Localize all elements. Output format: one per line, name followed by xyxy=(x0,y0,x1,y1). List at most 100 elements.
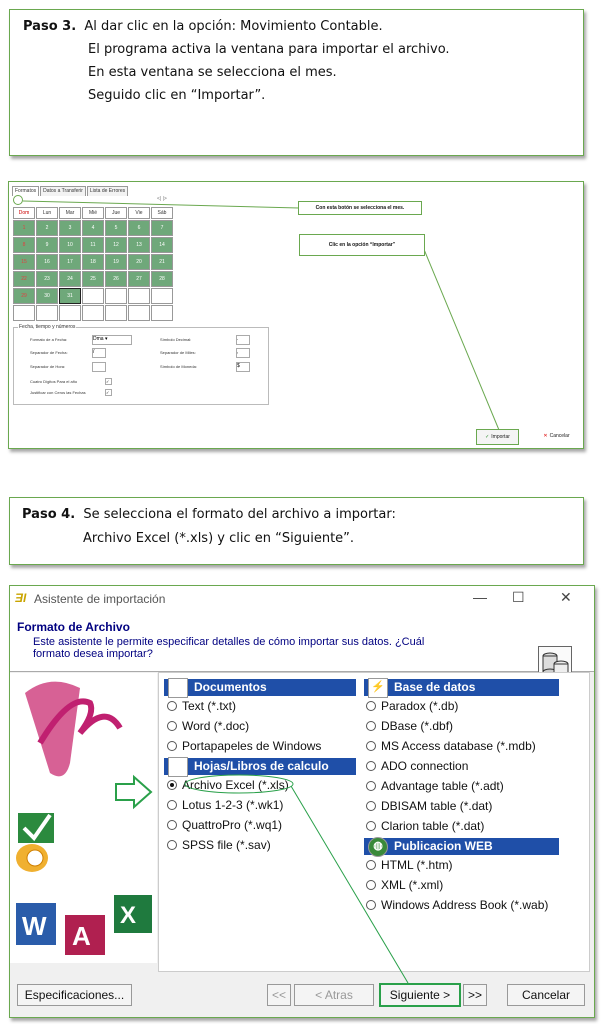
date-format-select[interactable]: Dma ▾ xyxy=(92,335,132,345)
header-title: Formato de Archivo xyxy=(17,620,130,634)
calendar-day[interactable]: 8 xyxy=(13,237,35,253)
thousands-input[interactable]: , xyxy=(236,348,250,358)
calendar-day[interactable]: 19 xyxy=(105,254,127,270)
option-xml[interactable]: XML (*.xml) xyxy=(366,878,443,892)
calendar-day[interactable]: 5 xyxy=(105,220,127,236)
option-wab[interactable]: Windows Address Book (*.wab) xyxy=(366,898,548,912)
step3-callout: Paso 3. Al dar clic en la opción: Movimi… xyxy=(9,9,584,156)
calendar-day[interactable]: 10 xyxy=(59,237,81,253)
calendar-week-blank xyxy=(13,305,174,322)
option-clipboard[interactable]: Portapapeles de Windows xyxy=(167,739,321,753)
document-icon: ✎ xyxy=(168,678,188,698)
option-word[interactable]: Word (*.doc) xyxy=(167,719,249,733)
four-digits-checkbox[interactable]: ✓ xyxy=(105,378,112,385)
app-icon: ƎI xyxy=(15,591,27,605)
option-access[interactable]: MS Access database (*.mdb) xyxy=(366,739,536,753)
annotation-import: Clic en la opción “Importar” xyxy=(299,234,425,256)
date-format-label: Formato de a Fecha: xyxy=(30,337,68,342)
calendar-day[interactable]: 23 xyxy=(36,271,58,287)
calendar-day[interactable]: 28 xyxy=(151,271,173,287)
section-hojas: ▦Hojas/Libros de calculo xyxy=(164,757,356,777)
calendar-day[interactable]: 17 xyxy=(59,254,81,270)
calendar-day[interactable]: 6 xyxy=(128,220,150,236)
option-ado[interactable]: ADO connection xyxy=(366,759,468,773)
calendar-day[interactable]: 15 xyxy=(13,254,35,270)
calendar-day[interactable]: 20 xyxy=(128,254,150,270)
calendar-day[interactable]: 1 xyxy=(13,220,35,236)
back-button[interactable]: < Atras xyxy=(294,984,374,1006)
calendar-day[interactable]: 4 xyxy=(82,220,104,236)
calendar-day[interactable]: 12 xyxy=(105,237,127,253)
option-paradox[interactable]: Paradox (*.db) xyxy=(366,699,458,713)
section-publicacion-web: ◍Publicacion WEB xyxy=(364,837,559,857)
thousands-label: Separador de Miles: xyxy=(160,350,196,355)
import-wizard-dialog: ƎI Asistente de importación — ☐ ✕ Format… xyxy=(9,585,595,1018)
four-digits-label: Cuatro Dígitos Para el año xyxy=(30,379,78,384)
time-sep-label: Separador de Hora: xyxy=(30,364,66,369)
option-dbisam[interactable]: DBISAM table (*.dat) xyxy=(366,799,492,813)
date-sep-input[interactable]: / xyxy=(92,348,106,358)
tab-formatos[interactable]: Formatos xyxy=(12,186,40,196)
day-header: Dom xyxy=(13,207,35,219)
next-button[interactable]: Siguiente > xyxy=(379,983,461,1007)
calendar-day[interactable]: 14 xyxy=(151,237,173,253)
calendar-day[interactable]: 29 xyxy=(13,288,35,304)
decimal-input[interactable]: . xyxy=(236,335,250,345)
option-html[interactable]: HTML (*.htm) xyxy=(366,858,453,872)
section-documentos: ✎Documentos xyxy=(164,678,356,698)
cancel-button[interactable]: Cancelar xyxy=(507,984,585,1006)
maximize-icon[interactable]: ☐ xyxy=(512,589,525,605)
step4-label: Paso 4. xyxy=(22,507,76,522)
wizard-header: Formato de Archivo Este asistente le per… xyxy=(10,612,594,686)
date-sep-label: Separador de Fecha: xyxy=(30,350,68,355)
minimize-icon[interactable]: — xyxy=(473,589,487,605)
calendar: Dom Lun Mar Mié Jue Vie Sáb 1 2 3 4 5 6 … xyxy=(13,207,174,322)
first-page-button[interactable]: << xyxy=(267,984,291,1006)
calendar-day[interactable]: 24 xyxy=(59,271,81,287)
calendar-day[interactable]: 11 xyxy=(82,237,104,253)
option-clarion[interactable]: Clarion table (*.dat) xyxy=(366,819,484,833)
cancel-button[interactable]: ✕Cancelar xyxy=(543,433,570,439)
option-quattro[interactable]: QuattroPro (*.wq1) xyxy=(167,818,282,832)
specifications-button[interactable]: Especificaciones... xyxy=(17,984,132,1006)
import-window-screenshot: Formatos Datos a Transferir Lista de Err… xyxy=(8,181,584,449)
calendar-day[interactable]: 3 xyxy=(59,220,81,236)
month-nav-arrows[interactable]: <| |> xyxy=(157,196,167,202)
calendar-week: 15 16 17 18 19 20 21 xyxy=(13,254,174,271)
option-lotus[interactable]: Lotus 1-2-3 (*.wk1) xyxy=(167,798,283,812)
option-excel[interactable]: Archivo Excel (*.xls) xyxy=(167,778,289,792)
import-button[interactable]: ✓Importar xyxy=(476,429,519,445)
calendar-day[interactable]: 30 xyxy=(36,288,58,304)
calendar-day[interactable]: 27 xyxy=(128,271,150,287)
calendar-day[interactable]: 22 xyxy=(13,271,35,287)
currency-input[interactable]: $ xyxy=(236,362,250,372)
option-dbase[interactable]: DBase (*.dbf) xyxy=(366,719,453,733)
check-icon: ✓ xyxy=(485,434,490,440)
calendar-day[interactable]: 2 xyxy=(36,220,58,236)
month-selector-icon[interactable] xyxy=(13,195,23,205)
calendar-day[interactable]: 9 xyxy=(36,237,58,253)
option-spss[interactable]: SPSS file (*.sav) xyxy=(167,838,271,852)
last-page-button[interactable]: >> xyxy=(463,984,487,1006)
calendar-day[interactable]: 25 xyxy=(82,271,104,287)
tab-lista-errores[interactable]: Lista de Errores xyxy=(86,186,129,196)
option-advantage[interactable]: Advantage table (*.adt) xyxy=(366,779,504,793)
calendar-day-selected[interactable]: 31 xyxy=(59,288,81,304)
calendar-day[interactable]: 7 xyxy=(151,220,173,236)
calendar-day[interactable]: 26 xyxy=(105,271,127,287)
time-sep-input[interactable] xyxy=(92,362,106,372)
tab-datos-transferir[interactable]: Datos a Transferir xyxy=(40,186,86,196)
calendar-day-empty xyxy=(128,288,150,304)
step3-line4: Seguido clic en “Importar”. xyxy=(88,88,266,103)
justify-checkbox[interactable]: ✓ xyxy=(105,389,112,396)
close-icon[interactable]: ✕ xyxy=(560,589,572,605)
calendar-day[interactable]: 21 xyxy=(151,254,173,270)
option-text[interactable]: Text (*.txt) xyxy=(167,699,236,713)
calendar-header: Dom Lun Mar Mié Jue Vie Sáb xyxy=(13,207,174,220)
step4-line2: Archivo Excel (*.xls) y clic en “Siguien… xyxy=(83,531,355,546)
day-header: Mar xyxy=(59,207,81,219)
currency-label: Símbolo de Moneda: xyxy=(160,364,197,369)
calendar-day[interactable]: 13 xyxy=(128,237,150,253)
calendar-day[interactable]: 18 xyxy=(82,254,104,270)
calendar-day[interactable]: 16 xyxy=(36,254,58,270)
